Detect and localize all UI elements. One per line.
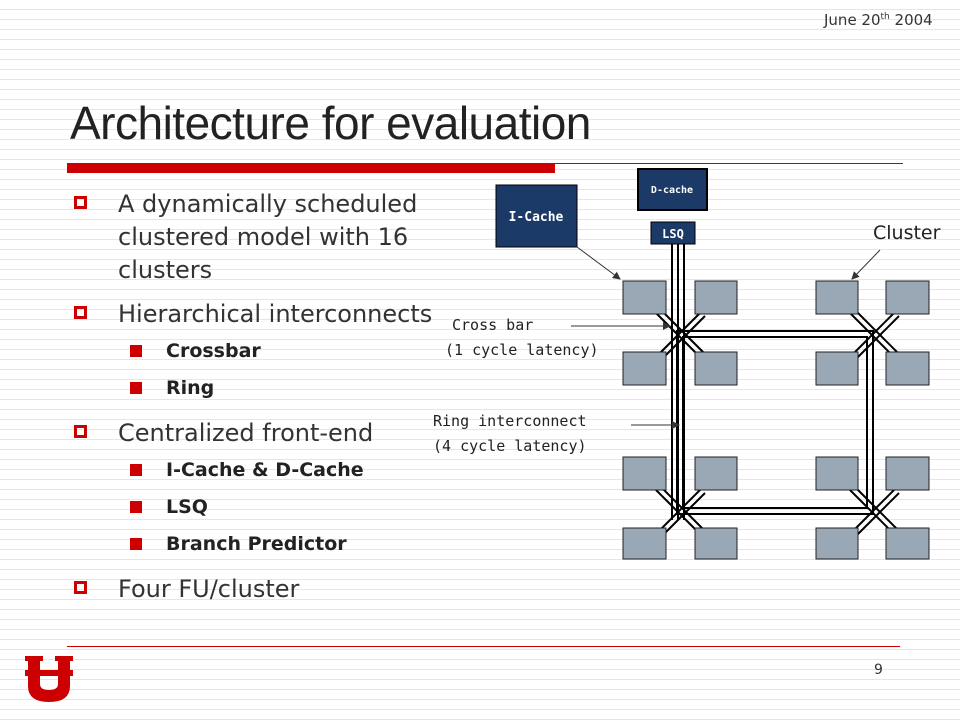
university-logo-icon [25,656,73,702]
cluster-box [694,527,738,560]
bullet-text: A dynamically scheduled clustered model … [118,190,418,284]
sub-bullet-text: Ring [166,377,215,399]
sub-bullet-item: LSQ [74,495,464,520]
cluster-box [885,351,930,386]
sub-bullet-text: Branch Predictor [166,533,347,555]
ring-annotation-line2: (4 cycle latency) [433,437,587,455]
hollow-square-bullet-icon [74,306,87,319]
sub-bullet-text: LSQ [166,496,208,518]
cluster-box [815,351,859,386]
sub-bullet-item: Ring [74,376,464,401]
bullet-text: Hierarchical interconnects [118,300,433,328]
dcache-label: D-cache [651,185,693,196]
cluster-box [622,456,667,491]
crossbar-bottom-left [655,486,706,538]
bullet-list: A dynamically scheduled clustered model … [74,188,464,617]
cluster-box [885,527,930,560]
cluster-box [622,280,667,315]
ring-annotation-line1: Ring interconnect [433,412,587,430]
icache-label: I-Cache [509,210,564,225]
cluster-box [694,280,738,315]
page-number: 9 [874,662,883,678]
sub-bullet-item: Crossbar [74,339,464,364]
cluster-annotation: Cluster [873,222,941,244]
cluster-arrow [851,249,881,280]
cluster-box [815,456,859,491]
date-label: June 20th 2004 [824,11,933,29]
icache-arrow [576,246,621,280]
crossbar-annotation-line2: (1 cycle latency) [445,341,599,359]
sub-bullet-text: I-Cache & D-Cache [166,459,364,481]
slide-title: Architecture for evaluation [70,97,591,149]
bullet-item: Centralized front-end [74,417,464,450]
bullet-text: Centralized front-end [118,419,374,447]
crossbar-top-right [849,309,900,361]
filled-square-bullet-icon [130,345,142,357]
lsq-bus [671,244,685,520]
hollow-square-bullet-icon [74,196,87,209]
sub-bullet-item: I-Cache & D-Cache [74,458,464,483]
crossbar-top-left [655,309,706,361]
bullet-item: A dynamically scheduled clustered model … [74,188,464,287]
icache-block: I-Cache [495,184,578,248]
cluster-box [622,351,667,386]
footer-rule [67,646,900,647]
crossbar-bottom-right [849,486,900,538]
crossbar-annotation-line1: Cross bar [452,316,533,334]
bullet-item: Four FU/cluster [74,573,464,606]
cluster-box [815,280,859,315]
cluster-box [815,527,859,560]
bullet-item: Hierarchical interconnects [74,298,464,331]
cluster-box [694,456,738,491]
filled-square-bullet-icon [130,501,142,513]
cluster-box [622,527,667,560]
title-underline-thin [555,163,903,164]
lsq-block: LSQ [650,221,696,245]
title-underline-thick [67,163,555,173]
cluster-box [885,280,930,315]
cluster-grid [622,280,930,560]
cluster-box [694,351,738,386]
dcache-block: D-cache [637,168,708,211]
cluster-box [885,456,930,491]
filled-square-bullet-icon [130,464,142,476]
hollow-square-bullet-icon [74,425,87,438]
lsq-label: LSQ [662,227,684,241]
sub-bullet-item: Branch Predictor [74,532,464,557]
sub-bullet-text: Crossbar [166,340,261,362]
filled-square-bullet-icon [130,382,142,394]
hollow-square-bullet-icon [74,581,87,594]
filled-square-bullet-icon [130,538,142,550]
bullet-text: Four FU/cluster [118,575,300,603]
